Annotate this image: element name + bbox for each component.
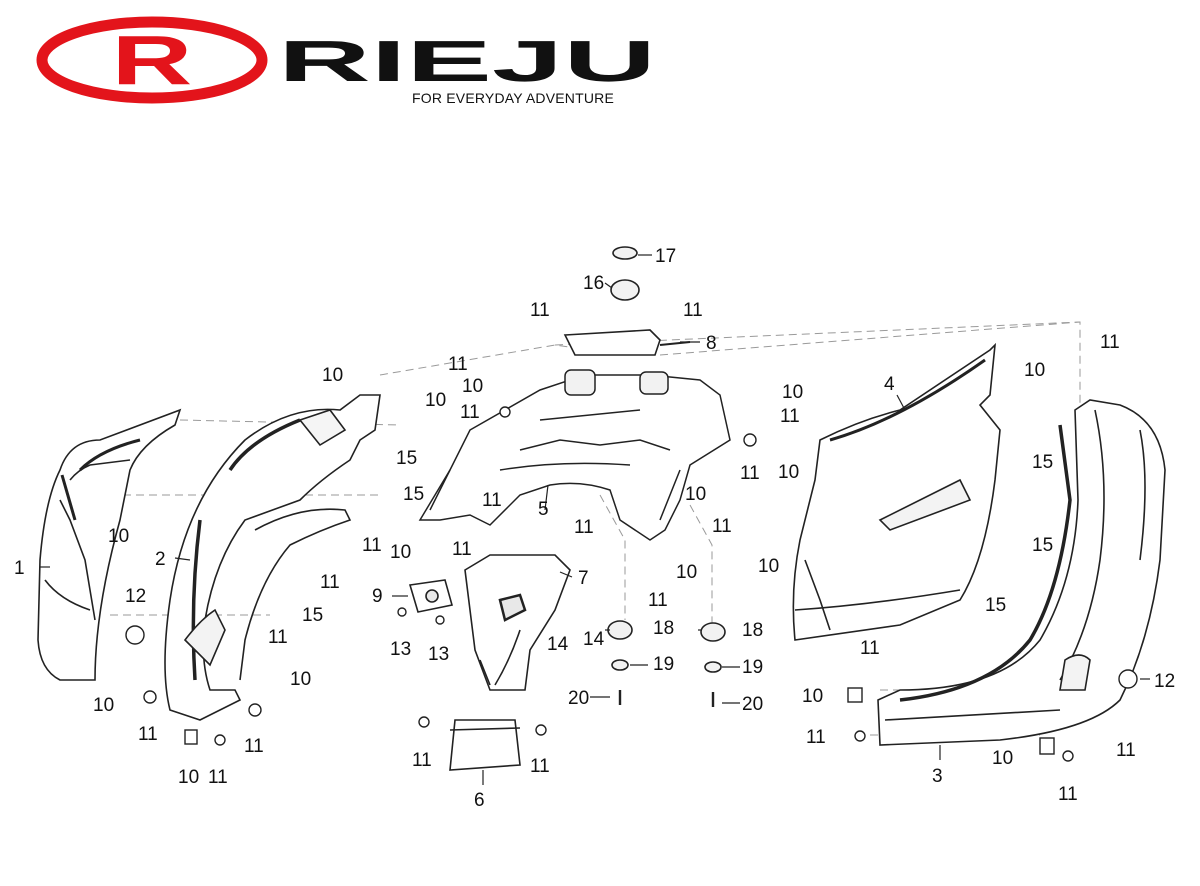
callout-11: 11	[460, 402, 480, 423]
callout-20: 20	[742, 694, 763, 715]
callout-15: 15	[302, 605, 323, 626]
callout-15: 15	[403, 484, 424, 505]
grommets	[607, 246, 726, 707]
callout-11: 11	[1058, 784, 1078, 805]
callout-11: 11	[780, 406, 800, 427]
part-9-plate	[408, 579, 454, 613]
callout-11: 11	[740, 463, 760, 484]
callout-11: 11	[530, 300, 550, 321]
part-8-top-bracket	[563, 329, 691, 356]
callout-10: 10	[108, 526, 129, 547]
callout-15: 15	[1032, 535, 1053, 556]
callout-11: 11	[448, 354, 468, 375]
part-1-front-cover	[37, 408, 182, 681]
callout-10: 10	[685, 484, 706, 505]
part-4-right-panel	[792, 342, 1001, 641]
callout-10: 10	[322, 365, 343, 386]
callout-13: 13	[428, 644, 449, 665]
callout-10: 10	[676, 562, 697, 583]
callout-11: 11	[208, 767, 228, 788]
callout-9: 9	[372, 586, 383, 607]
callout-10: 10	[1024, 360, 1045, 381]
callout-11: 11	[244, 736, 264, 757]
part-3-right-side-cover	[877, 399, 1166, 746]
callout-labels: 1 2 3 4 5 6 7 8 9 10 10 10 10 10 10 10 1…	[14, 246, 1175, 811]
callout-5: 5	[538, 499, 549, 520]
callout-10: 10	[462, 376, 483, 397]
logo-wordmark: RIEJU	[278, 29, 656, 94]
callout-19: 19	[742, 657, 763, 678]
callout-11: 11	[683, 300, 703, 321]
callout-12: 12	[1154, 671, 1175, 692]
callout-10: 10	[782, 382, 803, 403]
callout-13: 13	[390, 639, 411, 660]
callout-16: 16	[583, 273, 604, 294]
callout-14: 14	[583, 629, 605, 650]
callout-11: 11	[712, 516, 732, 537]
callout-11: 11	[574, 517, 594, 538]
callout-17: 17	[655, 246, 676, 267]
callout-12: 12	[125, 586, 146, 607]
callout-3: 3	[932, 766, 943, 787]
fasteners	[125, 406, 1138, 762]
callout-20: 20	[568, 688, 589, 709]
part-2-left-side-cover	[164, 394, 381, 721]
leader-lines	[40, 254, 1150, 785]
logo-ellipse	[36, 16, 268, 104]
callout-11: 11	[530, 756, 550, 777]
callout-15: 15	[1032, 452, 1053, 473]
callout-7: 7	[578, 568, 589, 589]
callout-11: 11	[1116, 740, 1136, 761]
callout-19: 19	[653, 654, 674, 675]
logo-letter: R	[112, 20, 193, 99]
callout-14: 14	[547, 634, 569, 655]
part-5-inner-frame	[418, 369, 731, 541]
callout-10: 10	[802, 686, 823, 707]
callout-6: 6	[474, 790, 485, 811]
callout-10: 10	[178, 767, 199, 788]
callout-11: 11	[412, 750, 432, 771]
callout-11: 11	[268, 627, 288, 648]
callout-11: 11	[452, 539, 472, 560]
callout-11: 11	[806, 727, 826, 748]
callout-18: 18	[653, 618, 674, 639]
callout-10: 10	[93, 695, 114, 716]
callout-10: 10	[290, 669, 311, 690]
callout-11: 11	[860, 638, 880, 659]
callout-11: 11	[482, 490, 502, 511]
callout-11: 11	[362, 535, 382, 556]
callout-11: 11	[138, 724, 158, 745]
callout-2: 2	[155, 549, 166, 570]
callout-8: 8	[706, 333, 717, 354]
callout-15: 15	[985, 595, 1006, 616]
brand-logo: R RIEJU	[36, 16, 656, 104]
callout-4: 4	[884, 374, 895, 395]
callout-10: 10	[390, 542, 411, 563]
callout-10: 10	[425, 390, 446, 411]
part-6-bottom-bracket	[449, 719, 521, 771]
callout-10: 10	[758, 556, 779, 577]
callout-15: 15	[396, 448, 417, 469]
callout-11: 11	[648, 590, 668, 611]
part-7-center-cover	[464, 554, 571, 691]
callout-11: 11	[320, 572, 340, 593]
callout-11: 11	[1100, 332, 1120, 353]
callout-10: 10	[992, 748, 1013, 769]
callout-1: 1	[14, 558, 25, 579]
callout-18: 18	[742, 620, 763, 641]
brand-tagline: FOR EVERYDAY ADVENTURE	[412, 90, 615, 106]
callout-10: 10	[778, 462, 799, 483]
